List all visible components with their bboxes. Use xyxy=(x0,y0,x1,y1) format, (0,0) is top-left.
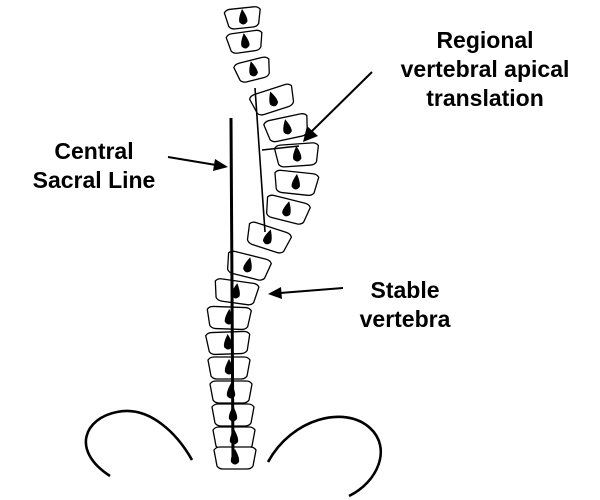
vertebra xyxy=(226,250,272,281)
csl-label-line-1: Central xyxy=(54,138,134,164)
spinous-process-mark xyxy=(239,9,248,25)
spinous-process-mark xyxy=(223,334,233,350)
spinous-process-mark xyxy=(241,33,250,49)
stable-label-line-1: Stable xyxy=(370,277,440,303)
spinous-process-mark xyxy=(293,146,302,162)
central-sacral-line-label: Central Sacral Line xyxy=(8,137,180,195)
vertebra xyxy=(207,356,251,380)
csl-arrow xyxy=(167,156,217,166)
regional-label-line-1: Regional xyxy=(436,27,534,53)
vertebra xyxy=(263,113,308,143)
vertebra xyxy=(225,29,263,54)
leader-arrows xyxy=(167,71,373,299)
regional-arrowhead xyxy=(303,126,318,142)
vertebra xyxy=(233,56,270,83)
vertebra xyxy=(213,446,257,470)
spine xyxy=(205,6,320,470)
vertebra xyxy=(214,278,260,306)
vertebra xyxy=(248,83,295,116)
vertebra xyxy=(273,142,320,168)
vertebra xyxy=(209,380,253,404)
central-sacral-line xyxy=(229,117,235,461)
csl-label-line-2: Sacral Line xyxy=(32,167,156,193)
regional-label-line-2: vertebral apical xyxy=(400,56,570,82)
spinous-process-mark xyxy=(231,283,240,299)
spinous-process-mark xyxy=(282,201,291,217)
apical-tangent-line xyxy=(254,87,266,233)
vertebra xyxy=(206,305,252,331)
stable-label-line-2: vertebra xyxy=(359,306,451,332)
spinous-process-mark xyxy=(249,61,258,77)
vertebra xyxy=(205,330,251,356)
apical-translation-segment xyxy=(261,145,300,151)
vertebra xyxy=(265,194,311,225)
csl-arrowhead xyxy=(213,159,228,171)
spinous-process-mark xyxy=(230,449,240,465)
spinous-process-mark xyxy=(262,229,272,245)
regional-apical-translation-label: Regional vertebral apical translation xyxy=(360,26,600,113)
left-iliac-crest xyxy=(84,409,194,478)
pelvis xyxy=(84,409,382,498)
spinous-process-mark xyxy=(283,119,292,135)
regional-arrow xyxy=(309,71,373,134)
right-iliac-crest xyxy=(266,415,382,498)
vertebra xyxy=(223,6,261,30)
stable-vertebra-label: Stable vertebra xyxy=(340,276,470,334)
spinous-process-mark xyxy=(291,174,300,190)
vertebra xyxy=(246,221,293,254)
spinous-process-mark xyxy=(269,91,279,107)
stable-arrow xyxy=(279,287,344,294)
regional-label-line-3: translation xyxy=(426,85,544,111)
stable-arrowhead xyxy=(268,287,282,299)
vertebra xyxy=(274,169,320,197)
spinous-process-mark xyxy=(243,257,252,273)
